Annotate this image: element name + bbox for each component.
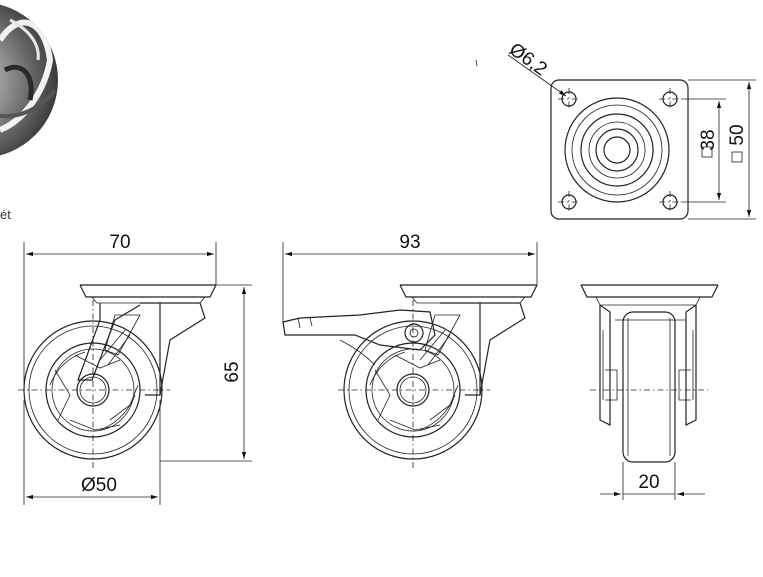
wheel-diameter-label: Ø50 [81,475,117,496]
caster-brake-side-view: 93 [282,232,538,470]
brake-length-label: 93 [399,232,420,253]
front-width-label: 70 [109,232,130,253]
bolt-hole [659,88,681,110]
bolt-hole [558,88,580,110]
square-symbol-icon [701,146,713,158]
caster-front-view: 70 Ø50 65 [18,232,252,505]
outer-square-label: 50 [727,124,748,145]
caster-rear-view: 20 [580,284,719,500]
square-symbol-icon [731,151,743,163]
wheel-width-label: 20 [638,472,659,493]
inner-square-label: 38 [698,129,719,150]
wheel-tread [622,311,676,463]
fragment-text: ét [0,207,11,222]
brake-pivot [404,323,424,343]
hole-diameter-leader [507,54,567,97]
hole-diameter-label: Ø6,2 [505,39,551,80]
brake-pedal [282,309,436,351]
bolt-hole [659,191,681,213]
bolt-hole [558,191,580,213]
product-photo [0,4,58,156]
height-label: 65 [222,361,243,382]
mounting-plate-top-view: Ø6,2 38 50 [475,39,756,220]
